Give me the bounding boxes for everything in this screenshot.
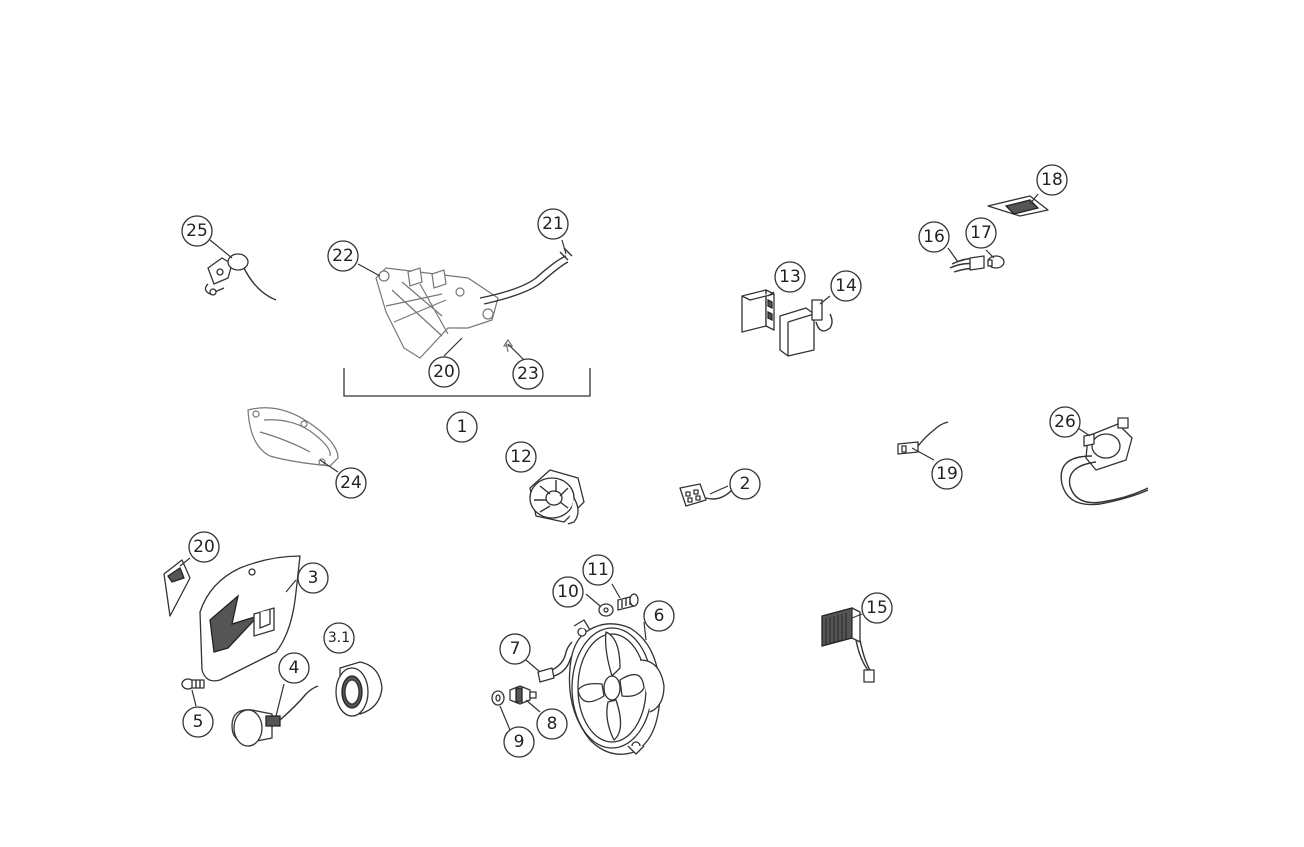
part-26-drawing — [1060, 417, 1149, 506]
callout-5: 5 — [182, 706, 214, 738]
part-6-drawing — [568, 619, 665, 755]
callout-25: 25 — [181, 215, 213, 247]
callout-20-top: 20 — [428, 356, 460, 388]
part-20-left-drawing — [163, 559, 191, 617]
callout-17: 17 — [965, 217, 997, 249]
callout-25-label: 25 — [186, 221, 208, 241]
callout-16: 16 — [918, 221, 950, 253]
callout-17-label: 17 — [970, 223, 992, 243]
callout-18: 18 — [1036, 164, 1068, 196]
part-2-drawing — [679, 483, 733, 507]
callout-8-label: 8 — [547, 714, 558, 734]
callout-3-label: 3 — [308, 568, 319, 588]
callout-7-label: 7 — [510, 639, 521, 659]
callout-20-top-label: 20 — [433, 362, 455, 382]
part-22-drawing — [375, 247, 573, 359]
callout-14-label: 14 — [835, 276, 857, 296]
callout-3: 3 — [297, 562, 329, 594]
part-10-drawing — [598, 603, 614, 617]
callout-4-label: 4 — [289, 658, 300, 678]
callout-12: 12 — [505, 441, 537, 473]
callout-6: 6 — [643, 600, 675, 632]
callout-10-label: 10 — [557, 582, 579, 602]
callout-9-label: 9 — [514, 732, 525, 752]
callout-23: 23 — [512, 358, 544, 390]
callout-2: 2 — [729, 468, 761, 500]
callout-12-label: 12 — [510, 447, 532, 467]
part-3-drawing — [199, 555, 301, 682]
callout-3-1: 3.1 — [323, 622, 355, 654]
callout-2-label: 2 — [740, 474, 751, 494]
part-14-drawing — [779, 299, 833, 357]
callout-15: 15 — [861, 592, 893, 624]
callout-20-left: 20 — [188, 531, 220, 563]
part-25-drawing — [204, 253, 277, 301]
callout-13-label: 13 — [779, 267, 801, 287]
part-16-drawing — [949, 255, 985, 273]
callout-9: 9 — [503, 726, 535, 758]
callout-26-label: 26 — [1054, 412, 1076, 432]
part-15-drawing — [821, 607, 875, 683]
part-12-drawing — [529, 469, 585, 525]
callout-1-label: 1 — [457, 417, 468, 437]
callout-13: 13 — [774, 261, 806, 293]
callout-1: 1 — [446, 411, 478, 443]
callout-4: 4 — [278, 652, 310, 684]
callout-11-label: 11 — [587, 560, 609, 580]
part-3-1-drawing — [335, 661, 383, 717]
callout-20-left-label: 20 — [193, 537, 215, 557]
callout-19: 19 — [931, 458, 963, 490]
callout-14: 14 — [830, 270, 862, 302]
callout-21-label: 21 — [542, 214, 564, 234]
callout-22-label: 22 — [332, 246, 354, 266]
callout-24: 24 — [335, 467, 367, 499]
callout-6-label: 6 — [654, 606, 665, 626]
part-18-drawing — [987, 195, 1049, 217]
callout-19-label: 19 — [936, 464, 958, 484]
callout-24-label: 24 — [340, 473, 362, 493]
callout-15-label: 15 — [866, 598, 888, 618]
part-17-drawing — [987, 255, 1005, 269]
callout-7: 7 — [499, 633, 531, 665]
part-11-drawing — [617, 593, 639, 611]
callout-26: 26 — [1049, 406, 1081, 438]
part-9-drawing — [491, 690, 505, 706]
callout-22: 22 — [327, 240, 359, 272]
callout-23-label: 23 — [517, 364, 539, 384]
callout-21: 21 — [537, 208, 569, 240]
leader-lines — [179, 193, 1091, 731]
callout-3-1-label: 3.1 — [328, 630, 350, 646]
callout-18-label: 18 — [1041, 170, 1063, 190]
callout-5-label: 5 — [193, 712, 204, 732]
part-4-drawing — [231, 685, 319, 747]
part-8-drawing — [509, 685, 537, 705]
part-13-drawing — [741, 289, 775, 333]
group-1-bracket — [343, 368, 591, 397]
part-19-drawing — [897, 421, 949, 455]
callout-11: 11 — [582, 554, 614, 586]
part-24-drawing — [247, 407, 339, 467]
callout-10: 10 — [552, 576, 584, 608]
callout-16-label: 16 — [923, 227, 945, 247]
part-5-drawing — [181, 678, 205, 690]
callout-8: 8 — [536, 708, 568, 740]
